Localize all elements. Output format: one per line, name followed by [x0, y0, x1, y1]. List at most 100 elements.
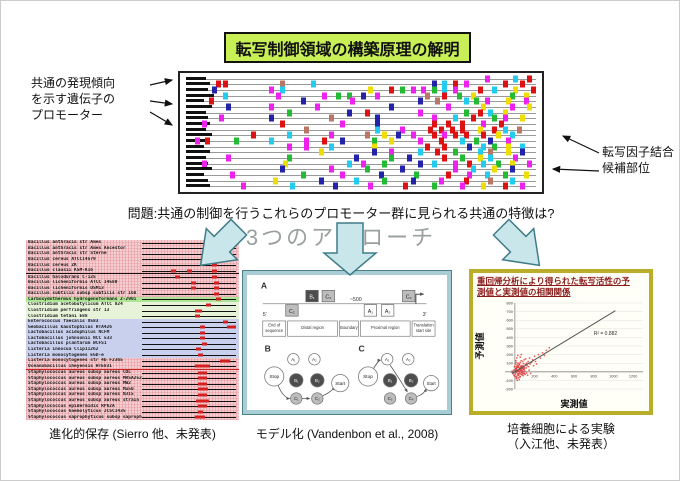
- svg-text:A: A: [261, 280, 267, 290]
- svg-text:C₄: C₄: [325, 294, 331, 300]
- tfbs-marker: [509, 103, 515, 111]
- conserved-site-mark: [198, 393, 204, 397]
- tfbs-marker: [502, 80, 508, 88]
- tfbs-marker: [410, 177, 416, 185]
- conserved-site-mark: [200, 399, 206, 403]
- tfbs-marker: [513, 75, 519, 82]
- tfbs-marker: [375, 126, 381, 134]
- svg-text:B₁: B₁: [294, 378, 299, 383]
- species-row: Staphylococcus aureus subsp aureus MW2: [26, 381, 239, 387]
- species-name: Staphylococcus aureus subsp aureus MW2: [28, 381, 131, 387]
- species-name: Staphylococcus aureus subsp aureus strai…: [28, 398, 142, 404]
- tfbs-marker: [407, 154, 413, 162]
- conserved-site-mark: [198, 387, 204, 391]
- tfbs-marker: [219, 114, 225, 122]
- tfbs-marker: [481, 120, 487, 128]
- tfbs-marker: [417, 97, 423, 105]
- gene-label: [186, 104, 212, 108]
- species-name: Listeria monocytogenes str 4b F2365: [28, 358, 123, 364]
- tfbs-marker: [481, 160, 487, 168]
- svg-text:Stop: Stop: [363, 374, 373, 380]
- promoter-row: [184, 97, 538, 105]
- tfbs-marker: [399, 86, 405, 94]
- tfbs-marker: [318, 177, 324, 185]
- tfbs-marker: [509, 165, 515, 173]
- tfbs-marker: [371, 148, 377, 156]
- conserved-site-mark: [198, 376, 204, 380]
- gene-label: [186, 99, 204, 103]
- tfbs-marker: [268, 114, 274, 122]
- svg-text:Proximal region: Proximal region: [371, 325, 400, 330]
- tfbs-marker: [304, 137, 310, 145]
- tfbs-marker: [463, 177, 469, 185]
- promoter-row: [184, 171, 538, 179]
- tfbs-marker: [463, 131, 469, 139]
- tfbs-marker: [353, 177, 359, 185]
- conserved-site-mark: [209, 252, 215, 256]
- tfbs-marker: [233, 137, 239, 145]
- svg-text:A₂: A₂: [406, 357, 411, 362]
- tfbs-marker: [431, 160, 437, 168]
- tfbs-marker: [467, 171, 473, 179]
- tfbs-marker: [424, 143, 430, 151]
- tfbs-marker: [240, 182, 246, 190]
- tfbs-marker: [502, 109, 508, 117]
- species-row: Staphylococcus haemolyticus JCSC1435: [26, 409, 239, 415]
- tfbs-marker: [509, 177, 515, 185]
- tfbs-marker: [449, 126, 455, 134]
- tfbs-marker: [304, 126, 310, 134]
- species-name: Listeria monocytogenes EGD-e: [28, 352, 104, 358]
- species-name: Bacillus licheniformis ATCC 14580: [28, 280, 118, 286]
- svg-text:500: 500: [507, 327, 513, 331]
- tfbs-marker: [530, 86, 536, 94]
- tfbs-marker: [361, 92, 366, 100]
- svg-text:Start: Start: [335, 381, 346, 387]
- tfbs-marker: [346, 160, 352, 168]
- conserved-site-mark: [219, 359, 225, 363]
- svg-text:A₁: A₁: [291, 357, 296, 362]
- tfbs-marker: [389, 148, 395, 156]
- conserved-site-mark: [211, 263, 217, 267]
- species-name: Clostridium perfringens str 13: [28, 308, 110, 314]
- tfbs-marker: [268, 103, 274, 111]
- tfbs-marker: [212, 86, 218, 94]
- tfbs-marker: [332, 182, 338, 190]
- tfbs-marker: [389, 154, 395, 162]
- conserved-site-mark: [195, 314, 201, 318]
- tfbs-marker: [438, 137, 444, 145]
- tfbs-marker: [488, 154, 494, 162]
- svg-text:A₁: A₁: [385, 357, 390, 362]
- svg-text:200: 200: [507, 353, 513, 357]
- svg-text:400: 400: [551, 374, 557, 378]
- tfbs-marker: [435, 148, 441, 156]
- tfbs-marker: [453, 114, 459, 122]
- species-name: Clostridium tetani E88: [28, 313, 88, 319]
- species-name: Bacillus clausii KSM-K16: [28, 268, 94, 274]
- conserved-site-mark: [202, 376, 208, 380]
- species-name: Staphylococcus aureus subsp aureus COL: [28, 370, 131, 376]
- svg-text:C₄: C₄: [409, 396, 414, 401]
- promoter-row: [184, 165, 538, 173]
- svg-text:C₂: C₂: [289, 309, 295, 315]
- species-name: Lactobacillus johnsonii NCC 533: [28, 335, 112, 341]
- conserved-site-mark: [186, 269, 192, 273]
- species-row: Listeria innocua Clip11262: [26, 346, 239, 353]
- svg-text:B₁: B₁: [388, 378, 393, 383]
- tfbs-marker: [477, 109, 483, 117]
- tfbs-marker: [467, 160, 473, 168]
- species-row: Geobacillus kaustophilus HTA426: [26, 324, 239, 330]
- conserved-site-mark: [198, 382, 204, 386]
- svg-text:600: 600: [571, 374, 577, 378]
- tfbs-marker: [484, 97, 490, 105]
- species-row: Bacillus licheniformis DSM13: [26, 286, 239, 292]
- tfbs-marker: [314, 103, 320, 111]
- experiment-chart-title-line1: 重回帰分析により得られた転写活性の予: [477, 276, 630, 286]
- tfbs-marker: [477, 154, 483, 162]
- tfbs-marker: [463, 109, 469, 117]
- tfbs-marker: [445, 171, 451, 179]
- tfbs-marker: [502, 171, 508, 179]
- tfbs-marker: [339, 120, 345, 128]
- svg-text:B₂: B₂: [315, 378, 320, 383]
- tfbs-marker: [442, 154, 448, 162]
